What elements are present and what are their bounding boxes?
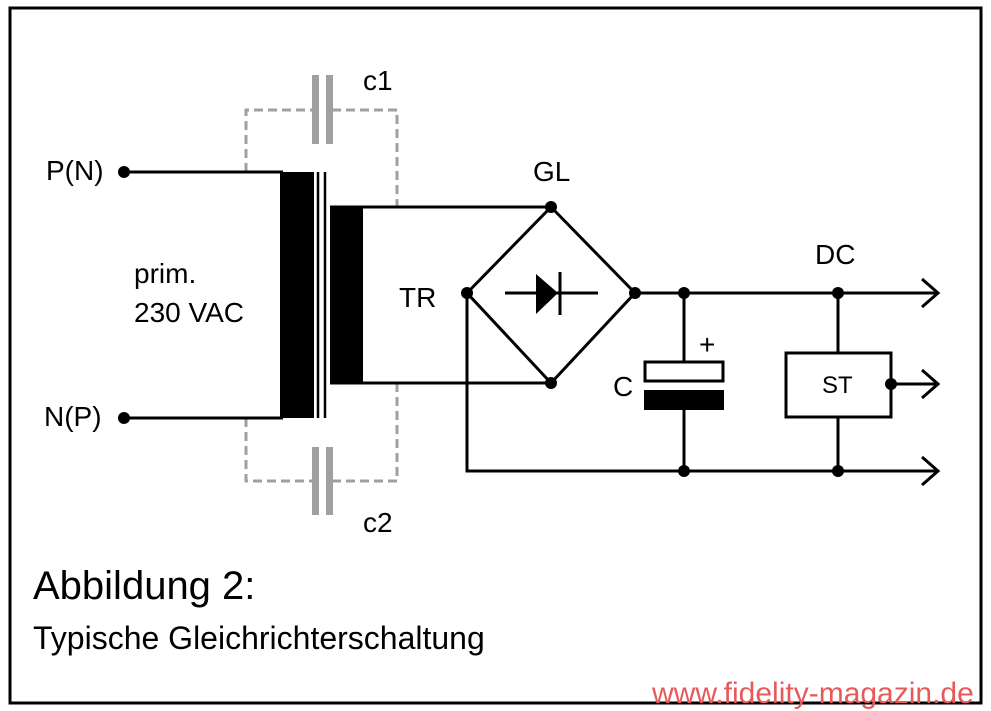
caption-subtitle: Typische Gleichrichterschaltung xyxy=(33,620,485,656)
diode-icon xyxy=(536,274,558,314)
label-tr: TR xyxy=(399,282,437,313)
label-dc: DC xyxy=(815,239,856,270)
label-input-bottom: N(P) xyxy=(44,401,102,432)
capacitor-c1-plate-left xyxy=(312,75,319,144)
label-input-top: P(N) xyxy=(46,155,104,186)
capacitor-c2-plate-right xyxy=(326,447,333,515)
watermark: www.fidelity-magazin.de xyxy=(652,677,974,710)
transformer-secondary-winding xyxy=(330,207,363,383)
caption-title: Abbildung 2: xyxy=(33,564,256,608)
label-gl: GL xyxy=(533,156,571,187)
transformer-primary-winding xyxy=(280,172,314,418)
label-c: C xyxy=(613,371,634,402)
frame-border xyxy=(8,6,983,705)
capacitor-c-positive-plate xyxy=(643,360,725,383)
label-primary-line2: 230 VAC xyxy=(134,297,244,328)
capacitor-c-negative-plate xyxy=(644,390,724,410)
label-c1: c1 xyxy=(363,65,393,96)
stray-capacitance-c2 xyxy=(244,383,399,483)
label-c2: c2 xyxy=(363,507,393,538)
capacitor-c1-plate-right xyxy=(326,75,333,144)
label-st: ST xyxy=(822,372,853,399)
stray-capacitance-c1 xyxy=(244,108,399,207)
junction-dots xyxy=(118,166,897,477)
capacitor-c2-plate-left xyxy=(312,447,319,515)
label-plus: + xyxy=(699,329,716,360)
label-primary-line1: prim. xyxy=(134,258,197,289)
